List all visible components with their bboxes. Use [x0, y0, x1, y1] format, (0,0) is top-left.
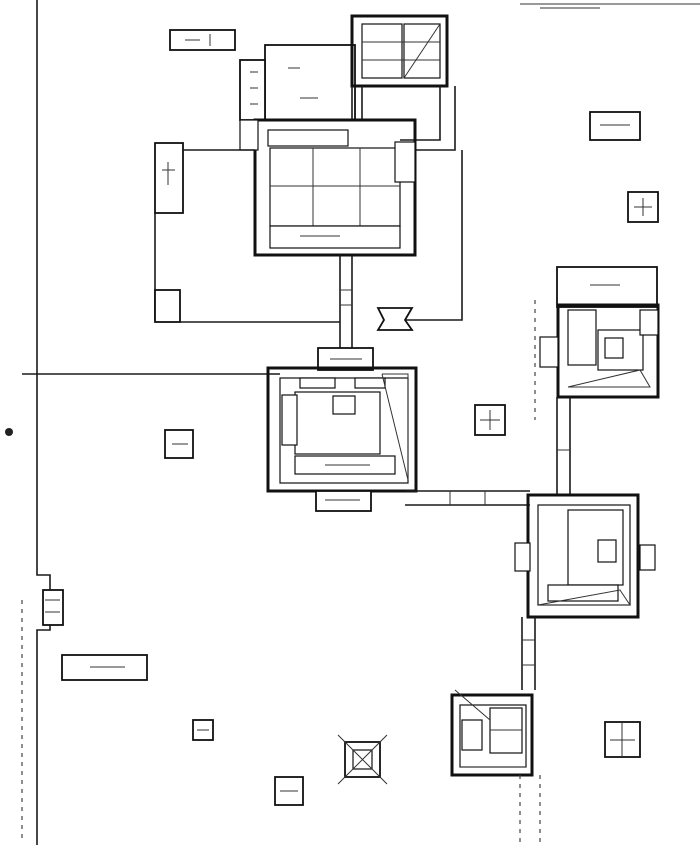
east-complex: [539, 266, 660, 495]
central-hall: [266, 347, 418, 512]
north-complex: [154, 14, 463, 331]
top-edge-marks: [520, 3, 700, 9]
east-corridor: [405, 490, 530, 506]
central-corridor: [339, 255, 353, 350]
small-structures: [61, 111, 659, 806]
southeast-complex: [514, 493, 656, 690]
south-complex: [450, 689, 541, 845]
west-boundary-wall: [5, 0, 64, 845]
